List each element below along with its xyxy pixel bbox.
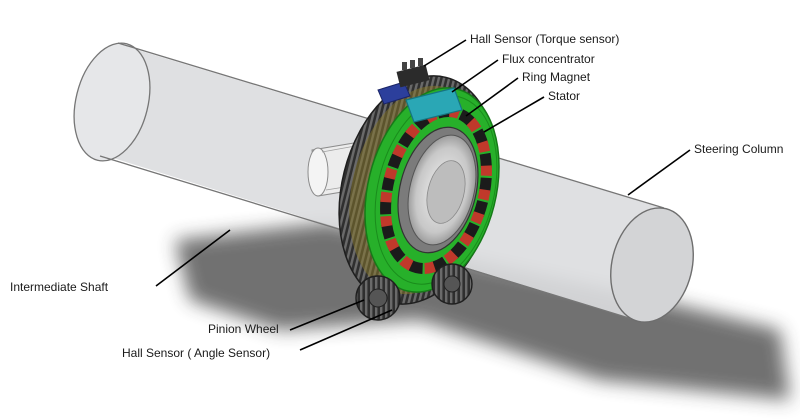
leader-lines	[155, 39, 691, 351]
inner-bore	[397, 126, 479, 254]
leader-pinion-wheel	[289, 299, 365, 331]
hall-sensor-torque	[377, 58, 430, 105]
label-pinion-wheel: Pinion Wheel	[208, 322, 279, 336]
pinion-wheel-gear	[355, 275, 401, 321]
leader-flux	[451, 59, 499, 93]
label-flux-concentrator: Flux concentrator	[502, 52, 595, 66]
ring-magnet	[380, 106, 492, 274]
leader-ring-magnet	[465, 77, 519, 117]
label-hall-sensor-angle: Hall Sensor ( Angle Sensor)	[122, 346, 271, 360]
label-hall-sensor-torque: Hall Sensor (Torque sensor)	[470, 32, 620, 46]
label-stator: Stator	[548, 89, 581, 103]
ground-shadow	[175, 222, 790, 400]
label-ring-magnet: Ring Magnet	[522, 70, 591, 84]
leader-hall-angle	[299, 309, 393, 351]
label-intermediate-shaft: Intermediate Shaft	[10, 280, 109, 294]
leader-hall-torque	[423, 39, 467, 67]
leader-steering-column	[627, 149, 691, 196]
leader-stator	[483, 96, 545, 133]
flux-concentrator	[405, 87, 463, 123]
leader-intermediate-shaft	[155, 229, 231, 287]
label-steering-column: Steering Column	[694, 142, 784, 156]
angle-sensor-gear	[431, 263, 473, 305]
